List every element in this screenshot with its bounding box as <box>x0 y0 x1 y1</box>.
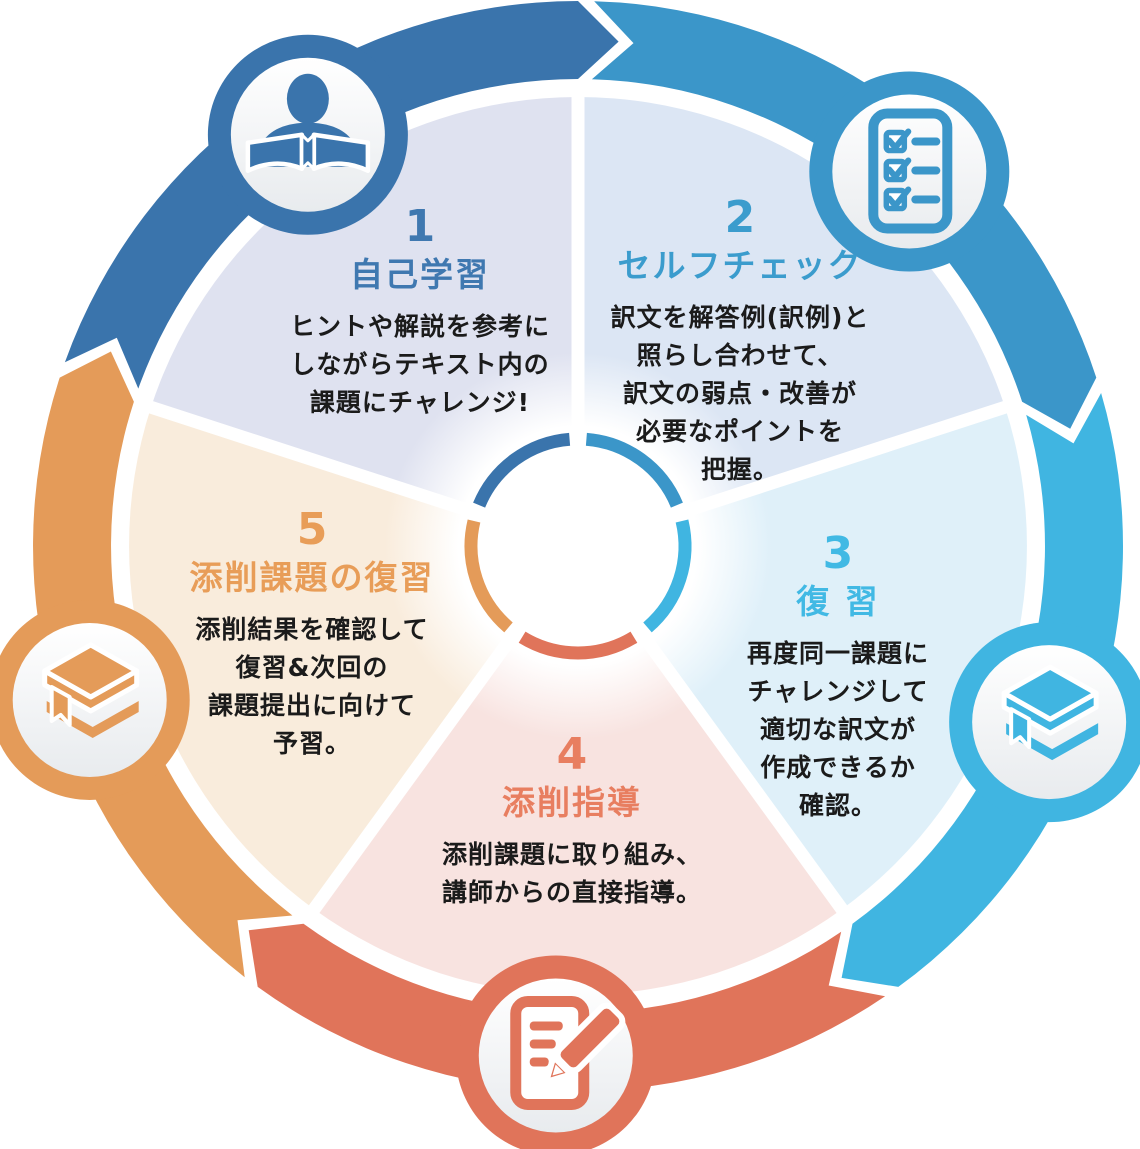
step-heading: 添削課題の復習 <box>189 558 435 597</box>
body-line: 照らし合わせて、 <box>636 340 844 370</box>
ring-segment-1 <box>473 432 571 508</box>
body-line: 作成できるか <box>760 752 916 782</box>
body-line: 課題提出に向けて <box>207 690 416 720</box>
step-number: 4 <box>556 729 588 780</box>
books-icon <box>0 599 190 800</box>
body-line: 訳文の弱点・改善が <box>622 378 858 408</box>
step-5: 5 添削課題の復習 添削結果を確認して復習&次回の課題提出に向けて予習。 <box>190 508 435 763</box>
ring-segment-4 <box>518 631 638 660</box>
books-icon <box>949 622 1140 823</box>
step-number: 5 <box>296 504 328 555</box>
body-line: 添削結果を確認して <box>195 614 429 644</box>
ring-segment-2 <box>585 432 683 508</box>
body-line: 講師からの直接指導。 <box>441 877 703 907</box>
step-2: 2 セルフチェック 訳文を解答例(訳例)と照らし合わせて、訳文の弱点・改善が必要… <box>611 196 870 489</box>
step-heading: 添削指導 <box>501 783 642 822</box>
step-3: 3 復 習 再度同一課題にチャレンジして適切な訳文が作成できるか確認。 <box>747 532 929 825</box>
edit-icon <box>455 955 656 1149</box>
center-circle <box>463 431 693 661</box>
step-heading: 自己学習 <box>349 255 490 294</box>
body-line: ヒントや解説を参考に <box>289 311 551 341</box>
wedge-step-1 <box>151 97 578 546</box>
body-line: 把握。 <box>700 454 780 484</box>
body-line: 必要なポイントを <box>635 416 845 446</box>
step-4: 4 添削指導 添削課題に取り組み、講師からの直接指導。 <box>442 733 702 912</box>
arc-step-3 <box>841 393 1124 987</box>
body-line: 適切な訳文が <box>759 714 917 744</box>
body-line: 復習&次回の <box>235 652 389 682</box>
body-line: 課題にチャレンジ! <box>309 387 531 417</box>
body-line: 添削課題に取り組み、 <box>441 839 703 869</box>
body-line: 予習。 <box>272 728 351 758</box>
step-body: 添削結果を確認して復習&次回の課題提出に向けて予習。 <box>190 611 435 763</box>
wedge-step-2 <box>578 97 1005 546</box>
step-number: 2 <box>724 192 756 243</box>
checklist-icon <box>809 71 1010 272</box>
step-body: 再度同一課題にチャレンジして適切な訳文が作成できるか確認。 <box>747 635 929 825</box>
wedge-step-4 <box>314 546 842 995</box>
body-line: 確認。 <box>798 790 878 820</box>
body-line: 訳文を解答例(訳例)と <box>610 302 870 332</box>
reader-icon <box>207 34 408 235</box>
body-line: しながらテキスト内の <box>290 349 550 379</box>
ring-segment-3 <box>643 519 692 633</box>
step-1: 1 自己学習 ヒントや解説を参考にしながらテキスト内の課題にチャレンジ! <box>290 205 550 422</box>
step-heading: 復 習 <box>796 582 880 621</box>
arc-step-5 <box>33 351 293 978</box>
step-body: 添削課題に取り組み、講師からの直接指導。 <box>442 836 702 912</box>
step-body: ヒントや解説を参考にしながらテキスト内の課題にチャレンジ! <box>290 308 550 422</box>
arc-step-4 <box>248 923 886 1091</box>
step-number: 1 <box>404 201 436 252</box>
body-line: 再度同一課題に <box>746 638 930 668</box>
step-body: 訳文を解答例(訳例)と照らし合わせて、訳文の弱点・改善が必要なポイントを把握。 <box>611 299 870 489</box>
step-heading: セルフチェック <box>617 246 863 285</box>
body-line: チャレンジして <box>747 676 929 706</box>
step-number: 3 <box>822 528 854 579</box>
ring-segment-5 <box>464 519 513 633</box>
